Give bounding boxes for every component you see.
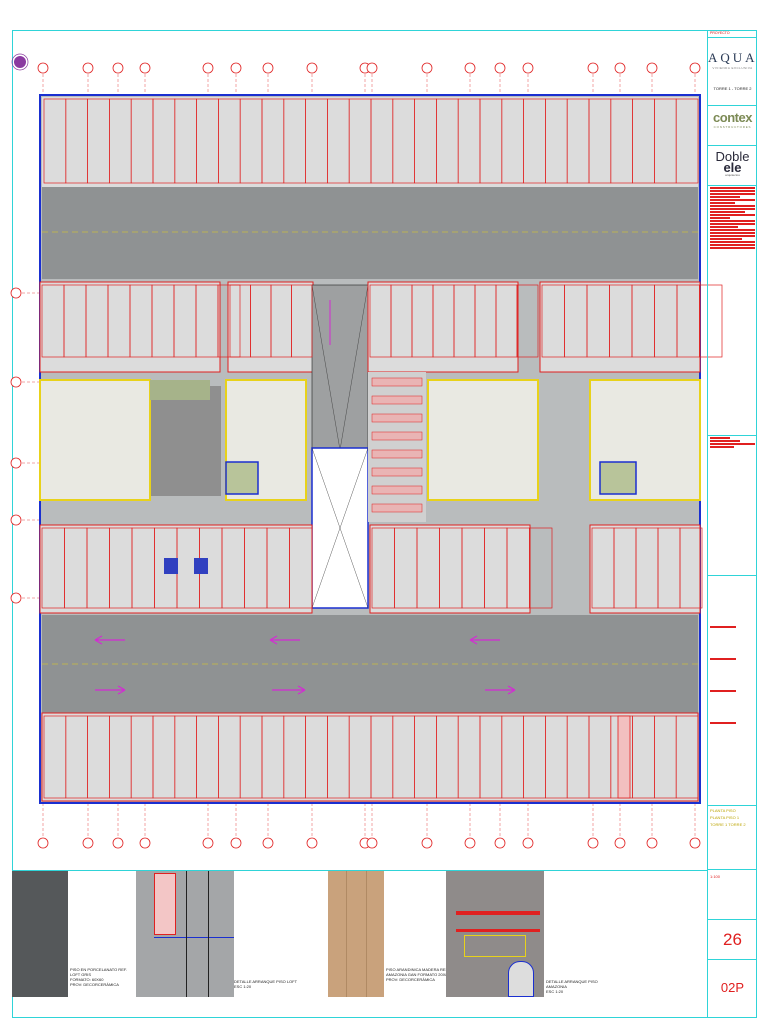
notes-box [708, 186, 757, 436]
middle-left-block [39, 281, 314, 501]
parking-band-top [42, 97, 698, 187]
scale-value: 1:100 [710, 874, 721, 879]
project-label: PROYECTO [710, 31, 730, 35]
parking-row-lower-right [589, 524, 701, 614]
plan-title-2: PLANTA PISO 1 [710, 815, 740, 820]
grid-axes-left [10, 287, 40, 604]
plan-title-box: PLANTA PISO PLANTA PISO 1 TORRE 1 TORRE … [708, 806, 757, 870]
grid-axes-bottom [37, 803, 701, 849]
driveway-bottom [42, 615, 698, 713]
logo-contex: contex [713, 110, 752, 125]
plan-title-3: TORRE 1 TORRE 2 [710, 822, 746, 827]
detail-2-drawing [136, 871, 234, 997]
logo-aqua-box: AQUA VIVIENDA EXCLUSIVA TORRE 1 - TORRE … [708, 38, 757, 106]
sheet-number: 26 [723, 930, 742, 949]
sheet-number-box: 26 [708, 920, 757, 960]
parking-band-bottom [41, 712, 699, 802]
porcelain-tile-swatch [12, 871, 68, 997]
sheet-code: 02P [720, 980, 745, 995]
detail-4-drawing [446, 871, 544, 997]
motorcycle-stalls [371, 377, 423, 513]
title-block: PROYECTO AQUA VIVIENDA EXCLUSIVA TORRE 1… [707, 30, 757, 1018]
sheet-code-box: 02P [708, 960, 757, 1018]
north-arrow-icon [11, 53, 29, 71]
detail-3-caption: PISO ARANDINICA MADERA REF.AMAZONIA GAN … [386, 967, 450, 982]
traffic-arrow-icon [94, 635, 516, 695]
floor-plan [10, 53, 723, 849]
tower-label: TORRE 1 - TORRE 2 [713, 86, 752, 91]
parking-bays-middle [41, 284, 723, 609]
middle-right-block [367, 281, 701, 522]
grid-axes-top [37, 62, 701, 95]
parking-bays-bottom [43, 715, 699, 799]
logo-doble-sub: arquitectos [725, 173, 740, 177]
parking-bays-top [43, 98, 699, 184]
signatures-box [708, 576, 757, 806]
logo-contex-box: contex CONSTRUCTORES [708, 106, 757, 146]
project-label-box: PROYECTO [708, 30, 757, 38]
plan-title-1: PLANTA PISO [710, 808, 736, 813]
hatched-zone [617, 715, 631, 799]
logo-aqua-sub: VIVIENDA EXCLUSIVA [712, 66, 753, 70]
central-ramp [311, 284, 369, 609]
scale-box: 1:100 [708, 870, 757, 920]
parking-row-lower-center [369, 524, 531, 614]
revisions-box [708, 436, 757, 576]
logo-aqua: AQUA [708, 50, 758, 65]
driveway-top [42, 187, 698, 279]
wood-tile-swatch [328, 871, 384, 997]
logo-contex-sub: CONSTRUCTORES [713, 125, 752, 129]
